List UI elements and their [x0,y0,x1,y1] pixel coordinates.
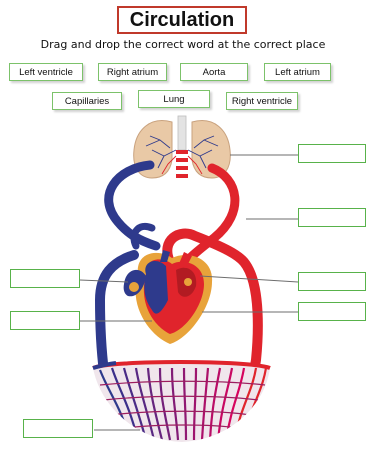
capillaries-drop-zone[interactable] [23,419,93,438]
right-upper-drop-zone[interactable] [298,272,366,291]
right-lower-drop-zone[interactable] [298,302,366,321]
heart-illustration [124,250,212,344]
upper-left-drop-zone[interactable] [10,269,80,288]
aorta-drop-zone[interactable] [298,208,366,227]
lung-drop-zone[interactable] [298,144,366,163]
vena-cava [100,255,134,372]
lower-left-drop-zone[interactable] [10,311,80,330]
